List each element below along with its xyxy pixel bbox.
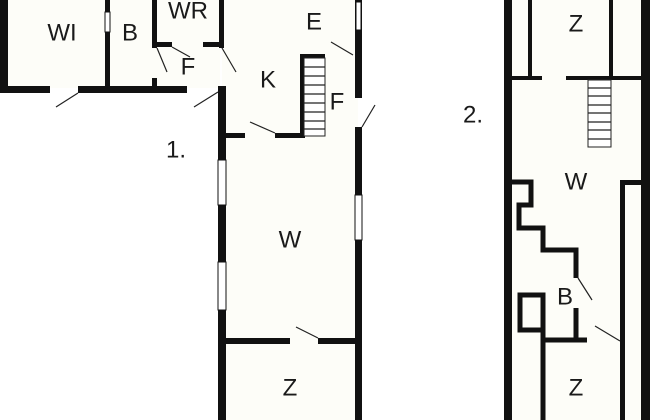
room-label: B xyxy=(557,283,573,310)
room-label: K xyxy=(260,66,276,93)
room-label: WI xyxy=(47,19,76,46)
room-label: Z xyxy=(283,374,298,401)
room-label: F xyxy=(330,88,345,115)
door-swings xyxy=(577,277,621,342)
floor-number: 2. xyxy=(463,101,483,128)
room-label: E xyxy=(306,8,322,35)
room-label: Z xyxy=(569,374,584,401)
room-label: F xyxy=(181,53,196,80)
floor-number: 1. xyxy=(166,136,186,163)
stairs-icon xyxy=(303,57,326,137)
stairs-icon xyxy=(587,79,612,148)
room-label: Z xyxy=(569,10,584,37)
room-label: W xyxy=(279,226,302,253)
floor-2: Z W B Z 2. xyxy=(463,0,650,420)
room-label: WR xyxy=(168,0,208,24)
room-label: W xyxy=(565,168,588,195)
room-label: B xyxy=(122,19,138,46)
door-swings xyxy=(55,41,376,339)
floor-1: WI B WR F E K F W Z 1. xyxy=(0,0,376,420)
